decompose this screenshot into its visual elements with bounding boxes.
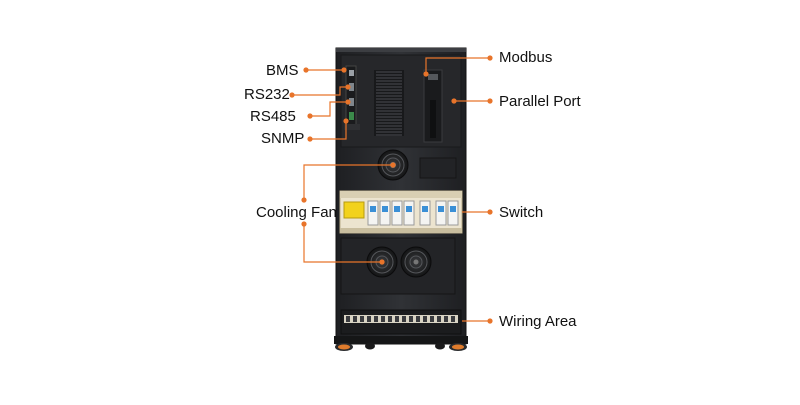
label-rs485: RS485 [250, 108, 296, 125]
dot-fan-b [301, 221, 307, 227]
dot-parallel [487, 98, 493, 104]
leader-rs485 [310, 101, 348, 117]
dot-modbus-end [423, 71, 429, 77]
label-bms: BMS [266, 62, 299, 79]
breaker [447, 200, 459, 226]
dot-snmp [307, 136, 313, 142]
dot-snmp-end [343, 118, 349, 124]
label-parallel-port: Parallel Port [499, 93, 581, 110]
dot-bms [303, 67, 309, 73]
leader-fan-bottom [303, 224, 382, 263]
warning-label [343, 201, 365, 219]
label-wiring-area: Wiring Area [499, 313, 577, 330]
leader-rs232 [292, 86, 348, 96]
parallel-slot [423, 69, 443, 143]
label-cooling-fan: Cooling Fan [256, 204, 337, 221]
vent-grille [374, 70, 404, 136]
dot-fan-a [301, 197, 307, 203]
terminal-screw [430, 316, 434, 322]
breaker-toggle [438, 206, 444, 212]
dot-wiring [487, 318, 493, 324]
cabinet-base [334, 336, 468, 344]
breaker [403, 200, 415, 226]
breaker-toggle [450, 206, 456, 212]
dot-bms-end [341, 67, 347, 73]
dot-fan-top-end [390, 162, 396, 168]
terminal-screw [353, 316, 357, 322]
terminal-screw [360, 316, 364, 322]
casters [335, 342, 467, 351]
terminal-screw [451, 316, 455, 322]
leader-modbus [425, 57, 490, 74]
breaker [435, 200, 447, 226]
dot-fan-bottom-end [379, 259, 385, 265]
terminal-screw [388, 316, 392, 322]
terminal-screw [395, 316, 399, 322]
label-modbus: Modbus [499, 49, 553, 66]
terminal-screw [367, 316, 371, 322]
fan-side-panel [419, 157, 457, 179]
comm-ports [344, 65, 360, 130]
terminal-screw [423, 316, 427, 322]
dot-parallel-end [451, 98, 457, 104]
breaker-toggle [406, 206, 412, 212]
terminal-screw [402, 316, 406, 322]
terminal-screw [444, 316, 448, 322]
dot-rs232-end [345, 84, 351, 90]
dot-modbus [487, 55, 493, 61]
dot-rs485-end [345, 99, 351, 105]
breaker-toggle [394, 206, 400, 212]
breaker-toggle [382, 206, 388, 212]
breaker [391, 200, 403, 226]
terminal-screw [346, 316, 350, 322]
leader-snmp [310, 121, 347, 140]
cabinet-top [336, 48, 466, 52]
callout-leaders [289, 55, 493, 324]
terminal-screw [437, 316, 441, 322]
terminal-screw [374, 316, 378, 322]
leader-fan-top [303, 164, 393, 200]
lower-fan-panel [340, 237, 456, 295]
breaker [367, 200, 379, 226]
breaker-toggle [370, 206, 376, 212]
dot-rs485 [307, 113, 313, 119]
dot-rs232 [289, 92, 295, 98]
dot-switch [487, 209, 493, 215]
label-switch: Switch [499, 204, 544, 221]
terminal-screw [381, 316, 385, 322]
wiring-terminal [340, 309, 462, 335]
terminal-screw [409, 316, 413, 322]
label-rs232: RS232 [244, 86, 290, 103]
label-snmp: SNMP [261, 130, 305, 147]
terminal-screw [416, 316, 420, 322]
switch-panel [339, 190, 463, 234]
bottom-fan-right [400, 246, 432, 278]
breaker-toggle [422, 206, 428, 212]
breaker [379, 200, 391, 226]
breaker [419, 200, 431, 226]
